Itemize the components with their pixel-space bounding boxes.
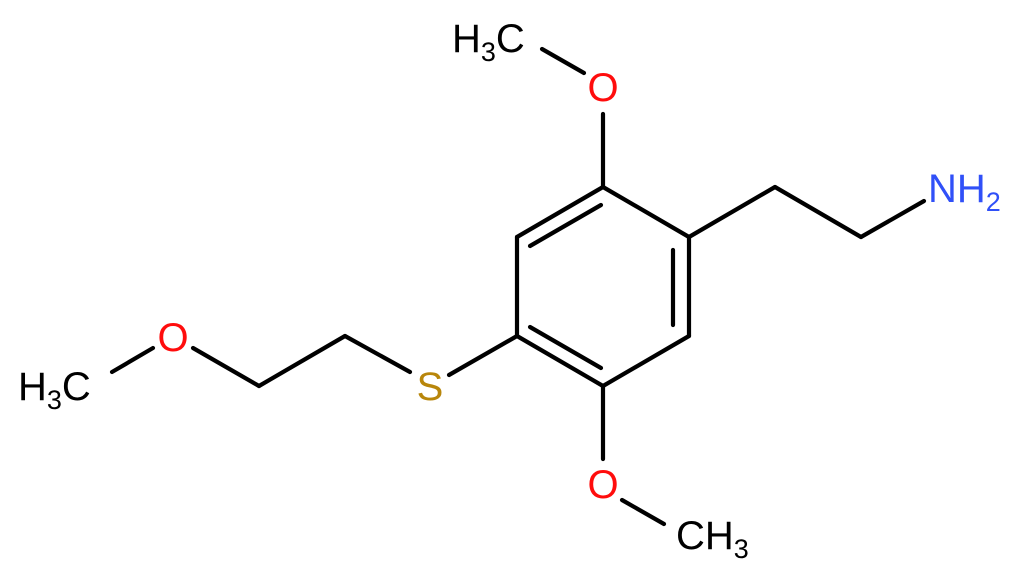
bond-ring-double-c: [527, 324, 604, 371]
bond-ring-ch2: [686, 184, 778, 240]
bond-s-ch2: [342, 333, 413, 375]
bonds: [109, 46, 927, 527]
bond-ch2-ch2: [772, 184, 864, 240]
bond-o-bottom-ch3: [619, 497, 667, 527]
bond-ring-6: [514, 184, 606, 240]
oxygen-bottom-label: O: [587, 463, 618, 507]
bond-o-top-ch3: [539, 46, 587, 76]
bond-o-left-ch3: [109, 345, 156, 375]
bond-ring-double-a: [527, 202, 604, 249]
oxygen-left-label: O: [157, 316, 188, 360]
bond-ring-1: [600, 184, 692, 240]
bond-ch2-ch2-side: [256, 333, 348, 389]
bond-ch2-nh2: [858, 198, 927, 240]
amine-label: NH2: [928, 167, 1001, 217]
sulfur-label: S: [417, 365, 444, 409]
bond-ring-4: [514, 333, 606, 389]
methyl-top-label: H3C: [452, 17, 525, 67]
methyl-left-label: H3C: [18, 365, 91, 415]
bond-ring-3: [600, 333, 692, 389]
methyl-bottom-label: CH3: [676, 514, 749, 564]
bond-ch2-o-left: [190, 345, 262, 389]
oxygen-top-label: O: [587, 66, 618, 110]
bond-ring-s: [446, 333, 520, 378]
